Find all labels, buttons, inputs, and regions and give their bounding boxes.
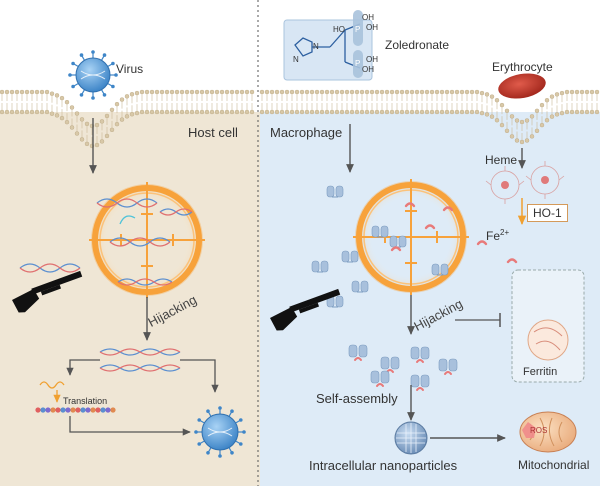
arrow-protein-to-virus (69, 416, 191, 436)
chem-p-1: P (355, 25, 361, 34)
mitochondrial-label: Mitochondrial (518, 458, 590, 472)
cell-membrane (0, 89, 600, 149)
translation-label: Translation (63, 396, 108, 406)
chem-oh-3: OH (366, 55, 378, 64)
erythrocyte-cell (498, 73, 546, 99)
macrophage-label: Macrophage (270, 125, 343, 140)
heme-molecules (485, 161, 565, 204)
heme-label: Heme (485, 153, 518, 167)
chem-n-1: N (313, 42, 319, 51)
ferritin-box (511, 269, 585, 383)
dna-replicated (99, 348, 181, 372)
self-assembly-label: Self-assembly (316, 391, 398, 406)
chem-ho: HO (333, 25, 345, 34)
zoledronate-units (311, 185, 449, 308)
arrow-dna-to-mrna (66, 359, 100, 376)
assembled-clusters (348, 344, 458, 391)
chem-n-2: N (293, 55, 299, 64)
erythrocyte-label: Erythrocyte (492, 60, 553, 74)
nanoparticle (394, 421, 428, 455)
ferritin-label: Ferritin (523, 366, 558, 378)
zoledronate-label: Zoledronate (385, 38, 450, 52)
fe-text: Fe (486, 229, 501, 243)
inhibition-line (455, 313, 501, 327)
chem-p-2: P (355, 59, 361, 68)
ros-label: ROS (530, 426, 548, 435)
ho1-label: HO-1 (527, 204, 568, 222)
arrow-dna-to-virus (180, 359, 219, 393)
mrna-strand (39, 381, 65, 389)
chem-oh-4: OH (362, 65, 374, 74)
nanoparticles-label: Intracellular nanoparticles (309, 458, 458, 473)
zoledronate-structure (283, 10, 373, 81)
rifle-icon-left (12, 270, 83, 313)
virus-top (68, 50, 118, 100)
dna-strands-left (96, 198, 193, 286)
mitochondria (519, 411, 577, 453)
target-right (353, 179, 469, 295)
fe-label: Fe2+ (486, 228, 510, 243)
chem-oh-2: OH (366, 23, 378, 32)
fe-charge: 2+ (500, 228, 510, 237)
rifle-icon-right (270, 288, 341, 331)
host-cell-label: Host cell (188, 125, 238, 140)
virus-bottom (194, 406, 246, 458)
virus-label: Virus (116, 62, 144, 76)
protein-chain (35, 407, 116, 413)
dna-strand-gun (19, 263, 81, 273)
chem-oh-1: OH (362, 13, 374, 22)
